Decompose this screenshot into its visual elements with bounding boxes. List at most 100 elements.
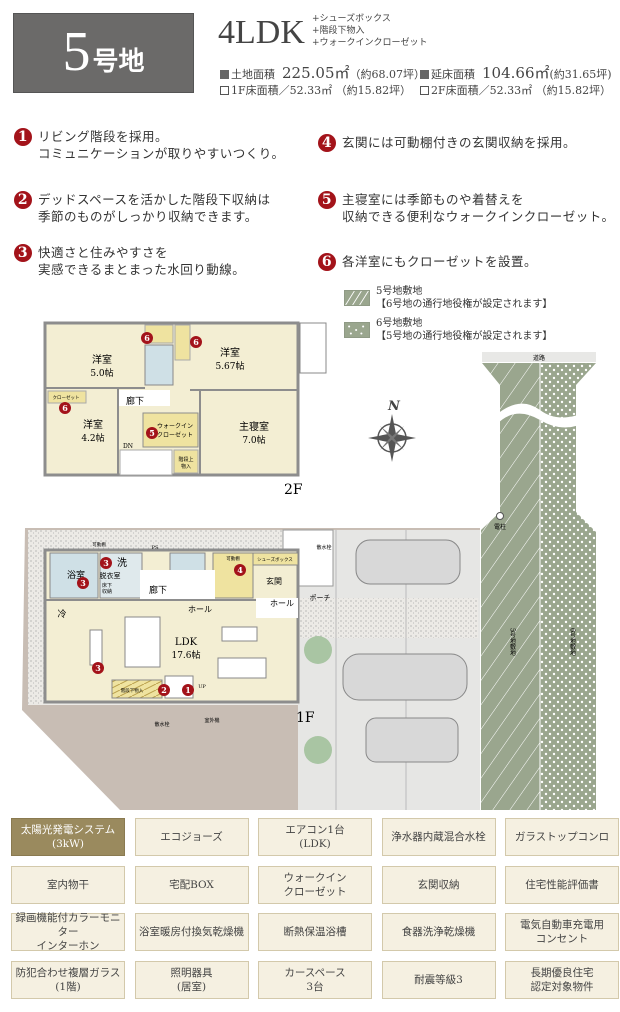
layout-extras: +シューズボックス +階段下物入 +ウォークインクローゼット — [312, 13, 428, 49]
layout-type: 4LDK — [218, 14, 305, 51]
floor-label-2f: 2F — [284, 482, 303, 498]
extra-item: +ウォークインクローゼット — [312, 38, 428, 48]
feature-tile: 耐震等級3 — [381, 960, 496, 999]
room-western-2: 洋室 — [220, 346, 240, 359]
svg-text:N: N — [387, 399, 401, 414]
room-master: 主寝室 — [239, 420, 269, 433]
svg-text:3: 3 — [80, 578, 86, 588]
lot6-strip — [540, 363, 596, 810]
feature-tile: ガラストップコンロ — [505, 818, 619, 856]
svg-text:可動棚: 可動棚 — [92, 541, 106, 548]
svg-text:ウォークイン: ウォークイン — [157, 422, 193, 430]
svg-text:階段上: 階段上 — [178, 456, 193, 463]
svg-text:4: 4 — [237, 565, 243, 575]
feature-tile: 宅配BOX — [134, 865, 249, 904]
dots-swatch — [344, 322, 370, 338]
feature-label: ウォークイン クローゼット — [283, 871, 347, 898]
svg-text:道路: 道路 — [533, 354, 545, 362]
extra-item: +階段下物入 — [312, 26, 365, 36]
svg-text:5.67帖: 5.67帖 — [215, 360, 244, 372]
svg-text:4.2帖: 4.2帖 — [81, 432, 104, 444]
feature-tile: エコジョーズ — [134, 818, 249, 856]
svg-text:クローゼット: クローゼット — [157, 431, 193, 439]
feature-tile: 住宅性能評価書 — [505, 865, 619, 904]
feature-label: 録画機能付カラーモニター インターホン — [15, 912, 121, 952]
car-icon — [342, 539, 468, 763]
svg-text:ホール: ホール — [188, 605, 212, 614]
feature-tile: 食器洗浄乾燥機 — [381, 913, 496, 951]
svg-text:6号地敷地: 6号地敷地 — [569, 628, 576, 656]
floor-2-area: 2F床面積／52.33㎡ （約15.82坪） — [420, 82, 611, 98]
feature-tile: ウォークイン クローゼット — [258, 865, 372, 904]
land-area: 土地面積 225.05㎡（約68.07坪） — [220, 62, 425, 83]
svg-text:3: 3 — [103, 558, 109, 568]
svg-text:6: 6 — [144, 333, 150, 343]
feature-tile: 浄水器内蔵混合水栓 — [381, 818, 496, 856]
hallway-2f: 廊下 — [126, 395, 144, 407]
svg-text:DN: DN — [123, 443, 133, 450]
feature-tile: 照明器具 (居室) — [134, 960, 249, 999]
svg-text:17.6帖: 17.6帖 — [171, 649, 200, 661]
feature-tile: 太陽光発電システム (3kW) — [11, 818, 125, 856]
svg-text:5: 5 — [149, 428, 155, 438]
room-entrance: 玄関 — [266, 576, 282, 586]
svg-text:冷: 冷 — [57, 608, 66, 620]
floor-plan-2f: 洋室 5.0帖 洋室 5.67帖 洋室 4.2帖 主寝室 7.0帖 廊下 ウォー… — [43, 321, 327, 498]
svg-text:PS: PS — [152, 545, 159, 551]
site-plan: 洋室 5.0帖 洋室 5.67帖 洋室 4.2帖 主寝室 7.0帖 廊下 ウォー… — [22, 321, 596, 810]
svg-text:UP: UP — [198, 684, 206, 690]
feature-label: 防犯合わせ複層ガラス (1階) — [15, 966, 121, 993]
hallway-1f: 廊下 — [149, 584, 167, 596]
toilet-2f — [144, 344, 174, 386]
lot-suffix: 号地 — [92, 47, 145, 77]
svg-text:6: 6 — [62, 403, 68, 413]
svg-text:5.0帖: 5.0帖 — [90, 367, 113, 379]
shrub-icon — [304, 636, 332, 764]
svg-text:クローゼット: クローゼット — [53, 394, 80, 401]
room-ldk: LDK — [175, 637, 198, 648]
svg-text:室外機: 室外機 — [204, 717, 219, 724]
feature-label: ガラストップコンロ — [514, 831, 610, 843]
feature-label: 電気自動車充電用 コンセント — [520, 919, 604, 945]
feature-tile: 玄関収納 — [381, 865, 496, 904]
feature-tile: 防犯合わせ複層ガラス (1階) — [11, 960, 125, 999]
feature-tile: 録画機能付カラーモニター インターホン — [11, 912, 125, 952]
access-road-strip: 道路 電柱 5号地敷地 6号地敷地 — [481, 352, 596, 810]
svg-text:洗: 洗 — [117, 557, 127, 569]
total-floor-area: 延床面積 104.66㎡(約31.65坪) — [420, 62, 612, 83]
svg-text:階段下物入: 階段下物入 — [121, 687, 144, 694]
floor-plan-1f: 浴室 洗 脱衣室 床下 収納 廊下 ホール ホール LDK 17.6帖 玄関 ポ… — [22, 528, 480, 810]
svg-text:7.0帖: 7.0帖 — [242, 434, 265, 446]
feature-label: 住宅性能評価書 — [525, 878, 599, 891]
lot-title-badge: 5 号地 — [13, 13, 194, 93]
feature-label: 浴室暖房付換気乾燥機 — [139, 926, 244, 938]
feature-label: 長期優良住宅 認定対象物件 — [530, 966, 594, 993]
svg-text:ホール: ホール — [270, 599, 294, 608]
svg-text:2: 2 — [161, 685, 167, 695]
svg-text:散水栓: 散水栓 — [154, 721, 169, 728]
compass-north-icon: N — [368, 399, 416, 462]
lot-number: 5 — [62, 21, 91, 83]
feature-tile: カースペース 3台 — [258, 960, 372, 999]
floor-1-area: 1F床面積／52.33㎡ （約15.82坪） — [220, 82, 411, 98]
feature-label: 太陽光発電システム (3kW) — [20, 824, 116, 850]
feature-label: エコジョーズ — [160, 831, 223, 843]
room-western-3: 洋室 — [83, 418, 103, 431]
room-dressing: 脱衣室 — [100, 571, 121, 580]
svg-text:5号地敷地: 5号地敷地 — [509, 628, 516, 656]
legend-lot6: 6号地敷地【5号地の通行地役権が設定されます】 — [344, 317, 552, 343]
svg-text:散水栓: 散水栓 — [316, 544, 331, 551]
feature-label: 室内物干 — [47, 878, 89, 891]
hatch-swatch — [344, 290, 370, 306]
feature-label: 耐震等級3 — [414, 973, 463, 986]
svg-text:可動棚: 可動棚 — [226, 555, 240, 562]
svg-text:ポーチ: ポーチ — [310, 594, 331, 602]
svg-text:1: 1 — [185, 685, 191, 695]
feature-label: 宅配BOX — [169, 878, 214, 891]
